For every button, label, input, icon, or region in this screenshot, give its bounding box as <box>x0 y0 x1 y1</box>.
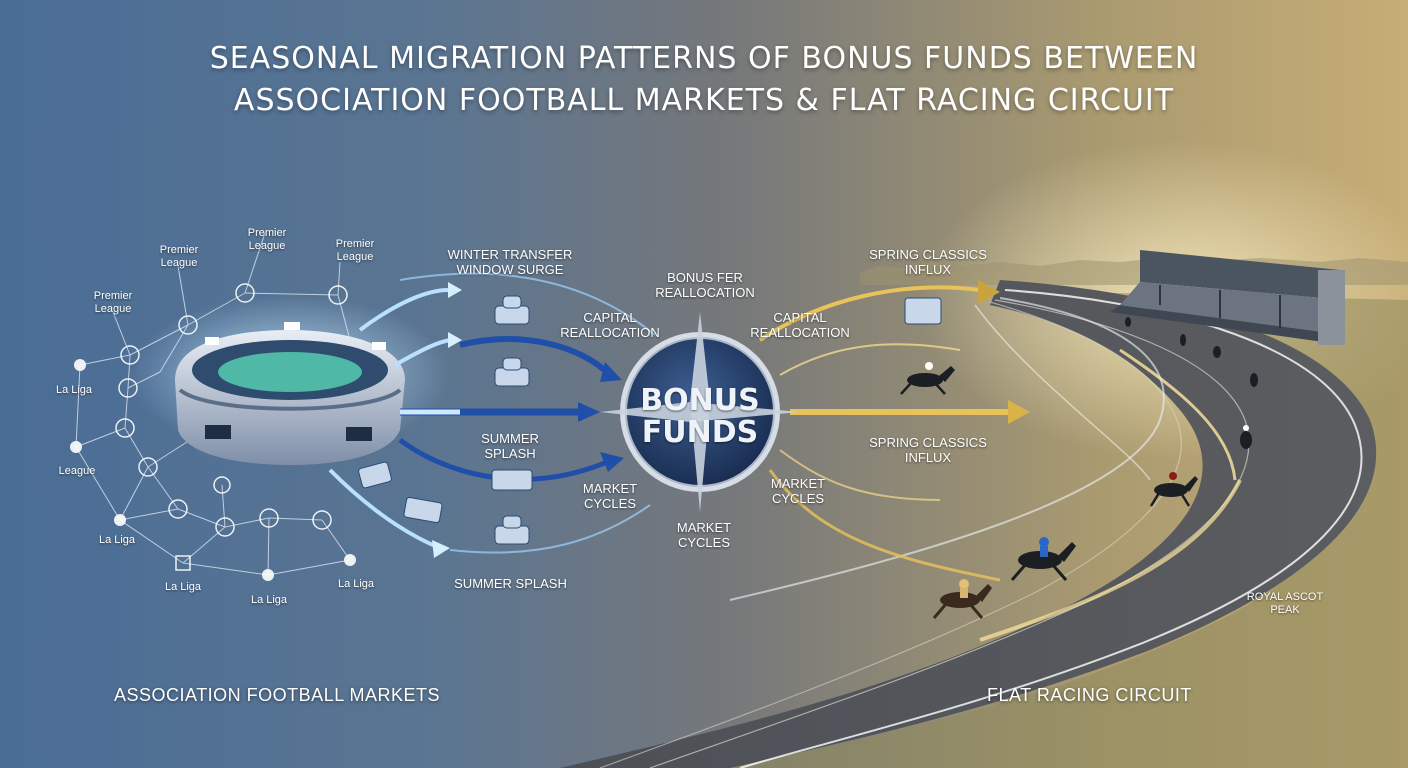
label-market-cycles-center: MARKET CYCLES <box>676 520 732 550</box>
bonus-funds-hub <box>600 312 800 512</box>
title-line-1: SEASONAL MIGRATION PATTERNS OF BONUS FUN… <box>209 41 1199 76</box>
node-icon <box>259 508 279 528</box>
flow-arrowheads <box>432 282 624 558</box>
horse-icon <box>1149 472 1198 507</box>
page-title: SEASONAL MIGRATION PATTERNS OF BONUS FUN… <box>0 38 1408 122</box>
crest-icon <box>70 441 82 453</box>
node-label: La Liga <box>55 384 93 396</box>
node-icon <box>138 457 158 477</box>
node-label: Premier League <box>159 244 199 269</box>
network-nodes <box>70 283 356 581</box>
stadium <box>130 295 450 465</box>
label-summer-splash-mid: SUMMER SPLASH <box>481 431 539 461</box>
node-label: Premier League <box>247 227 287 252</box>
coin-stacks <box>358 295 942 545</box>
horse-icon <box>1240 425 1252 449</box>
label-royal-ascot: ROYAL ASCOT PEAK <box>1246 591 1324 616</box>
label-capital-left: CAPITAL REALLOCATION <box>560 310 660 340</box>
grandstand <box>1110 250 1345 345</box>
node-label: League <box>58 465 96 477</box>
gold-arrowheads <box>978 280 1030 424</box>
node-icon <box>213 476 231 494</box>
label-spring-top: SPRING CLASSICS INFLUX <box>869 247 987 277</box>
hub-label: BONUS FUNDS <box>640 385 760 449</box>
coins-icon <box>494 515 530 545</box>
flow-winter <box>358 288 449 332</box>
crest-icon <box>175 555 191 571</box>
label-winter-transfer: WINTER TRANSFER WINDOW SURGE <box>447 247 573 277</box>
horse-icon <box>932 579 992 619</box>
node-label: Premier League <box>335 238 375 263</box>
node-label: La Liga <box>98 534 136 546</box>
node-icon <box>115 418 135 438</box>
racing-horses <box>900 317 1258 619</box>
horse-icon <box>1010 537 1076 581</box>
flow-bottom <box>328 468 441 550</box>
label-spring-mid: SPRING CLASSICS INFLUX <box>869 435 987 465</box>
banknotes-icon <box>403 497 443 523</box>
label-market-cycles-right: MARKET CYCLES <box>770 476 826 506</box>
crest-icon <box>74 359 86 371</box>
title-line-2: ASSOCIATION FOOTBALL MARKETS & FLAT RACI… <box>233 83 1175 118</box>
label-bonus-fer: BONUS FER REALLOCATION <box>655 270 755 300</box>
label-market-cycles-left: MARKET CYCLES <box>582 481 638 511</box>
hub-line-2: FUNDS <box>641 415 759 450</box>
horse-icon <box>1250 373 1258 387</box>
rail-fence <box>729 297 1165 601</box>
horse-icon <box>1213 346 1221 358</box>
coins-icon <box>494 295 530 325</box>
flow-capital-left <box>459 336 613 378</box>
node-label: La Liga <box>250 594 288 606</box>
node-icon <box>215 517 235 537</box>
label-summer-splash-bottom: SUMMER SPLASH <box>454 576 567 591</box>
flow-spring-top <box>758 285 981 342</box>
coins-icon <box>494 357 530 387</box>
horse-icon <box>900 362 955 395</box>
footer-racing: FLAT RACING CIRCUIT <box>987 685 1192 705</box>
banknotes-icon <box>491 469 533 491</box>
flow-summer <box>398 437 613 482</box>
node-label: Premier League <box>93 290 133 315</box>
footer-football: ASSOCIATION FOOTBALL MARKETS <box>114 685 441 705</box>
banknotes-icon <box>904 297 942 325</box>
crest-icon <box>344 554 356 566</box>
crest-icon <box>262 569 274 581</box>
hub-line-1: BONUS <box>640 383 760 418</box>
node-label: La Liga <box>164 581 202 593</box>
banknotes-icon <box>358 461 392 489</box>
race-track <box>560 280 1408 768</box>
node-icon <box>168 499 188 519</box>
horse-icon <box>1180 334 1186 346</box>
label-capital-right: CAPITAL REALLOCATION <box>750 310 850 340</box>
node-icon <box>312 510 332 530</box>
node-label: La Liga <box>337 578 375 590</box>
crest-icon <box>114 514 126 526</box>
football-flows <box>328 272 656 554</box>
horse-icon <box>1125 317 1131 327</box>
racing-flows <box>758 285 1010 582</box>
